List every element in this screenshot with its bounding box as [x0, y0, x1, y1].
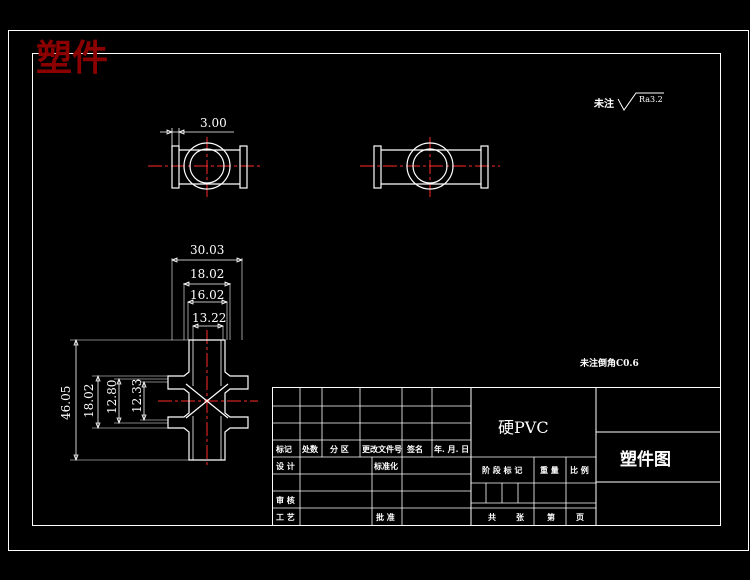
dim-text-18-02-v: 18.02: [82, 384, 96, 418]
material-text: 硬PVC: [498, 418, 549, 437]
label-date: 年. 月. 日: [434, 444, 469, 454]
roughness-symbol-icon: [617, 92, 664, 111]
label-gong: 共: [488, 512, 496, 522]
dim-text-30-03: 30.03: [190, 243, 224, 257]
label-fenqu: 分 区: [330, 444, 349, 454]
label-shenhe: 审 核: [276, 495, 295, 505]
label-ye: 页: [576, 512, 584, 522]
label-di: 第: [547, 512, 555, 522]
label-qianming: 签名: [406, 444, 423, 454]
drawing-name: 塑件图: [620, 449, 671, 470]
label-pizhun: 批 准: [376, 512, 395, 522]
chamfer-note: 未注倒角C0.6: [579, 357, 639, 369]
label-zhongliang: 重 量: [540, 465, 559, 475]
dim-text-13-22: 13.22: [192, 311, 226, 325]
label-biaozhunhua: 标准化: [373, 461, 398, 471]
dim-text-16-02: 16.02: [190, 288, 224, 302]
dim-text-12-80: 12.80: [105, 380, 119, 414]
cross-outline: [167, 339, 249, 461]
outer-frame: [8, 30, 749, 551]
outer-circle: [183, 142, 231, 190]
cross-diagonal-2: [185, 383, 229, 419]
label-gongyi: 工 艺: [276, 512, 295, 522]
part-front-section-view: 30.03 18.02 16.02 13.22 46.05 18.02 12.8…: [59, 243, 258, 468]
inner-border: [32, 53, 721, 526]
inner-circle: [189, 148, 225, 184]
label-chushu: 处数: [301, 444, 319, 454]
dim-text-3-00: 3.00: [200, 116, 227, 130]
label-gengai: 更改文件号: [362, 444, 402, 454]
label-bili: 比 例: [570, 465, 589, 475]
label-jieduan: 阶 段 标 记: [482, 465, 522, 475]
part-top-view-left: 3.00: [148, 116, 262, 198]
dim-text-46-05: 46.05: [59, 386, 73, 420]
roughness-value: Ra3.2: [639, 95, 663, 104]
part-top-view-right: [360, 137, 500, 198]
surface-roughness-note: 未注 Ra3.2: [593, 92, 664, 111]
right-collar: [239, 145, 248, 189]
watermark-text: 塑件: [36, 37, 108, 79]
title-block: 标记 处数 分 区 更改文件号 签名 年. 月. 日 设 计 标准化 审 核 工…: [272, 387, 721, 526]
dim-text-18-02: 18.02: [190, 267, 224, 281]
label-biaoji: 标记: [275, 444, 292, 454]
roughness-label: 未注: [593, 97, 614, 110]
dim-text-12-33: 12.33: [130, 379, 144, 413]
left-collar: [171, 145, 180, 189]
label-sheji: 设 计: [276, 461, 295, 471]
label-zhang: 张: [516, 512, 525, 522]
